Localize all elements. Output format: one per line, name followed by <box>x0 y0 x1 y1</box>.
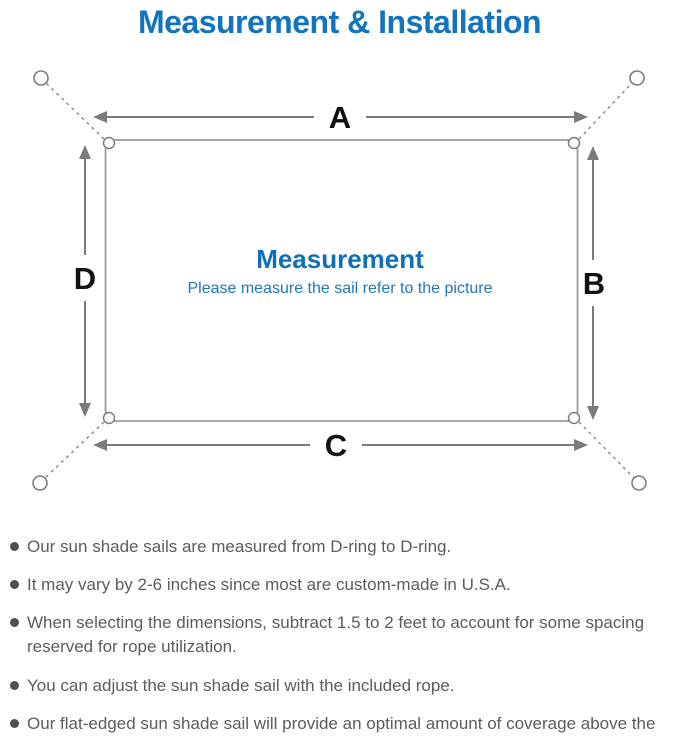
list-item: Our sun shade sails are measured from D-… <box>10 535 675 559</box>
list-item: You can adjust the sun shade sail with t… <box>10 674 675 698</box>
dimension-label-b: B <box>583 266 605 301</box>
tie-line-bottom-left <box>44 421 105 479</box>
note-text: It may vary by 2-6 inches since most are… <box>27 575 511 595</box>
d-ring-bottom-right <box>567 411 581 425</box>
list-item: When selecting the dimensions, subtract … <box>10 611 675 659</box>
d-ring-top-right <box>567 136 581 150</box>
tie-line-bottom-right <box>578 421 635 479</box>
dimension-label-c: C <box>325 428 347 463</box>
mount-ring-top-right <box>629 70 645 86</box>
d-ring-top-left <box>102 136 116 150</box>
dimension-arrow-c <box>93 439 588 451</box>
bullet-icon <box>10 580 19 590</box>
dimension-arrow-b <box>587 146 599 420</box>
note-text: Our flat-edged sun shade sail will provi… <box>27 713 656 739</box>
dimension-arrow-a <box>93 111 588 123</box>
tie-line-top-left <box>45 82 105 140</box>
bullet-icon <box>10 680 19 690</box>
list-item: Our flat-edged sun shade sail will provi… <box>10 712 675 739</box>
note-text: Our sun shade sails are measured from D-… <box>27 537 452 556</box>
measurement-diagram: A D B C Measurement Please measure the s… <box>32 70 647 491</box>
list-item: It may vary by 2-6 inches since most are… <box>10 573 675 597</box>
mount-ring-bottom-left <box>32 475 48 491</box>
diagram-center-subtitle: Please measure the sail refer to the pic… <box>187 280 492 297</box>
dimension-label-a: A <box>329 100 351 135</box>
bullet-icon <box>10 618 19 628</box>
page-title: Measurement & Installation <box>137 4 542 40</box>
dimension-arrow-d <box>79 145 91 417</box>
diagram-center-title: Measurement <box>256 244 424 274</box>
dimension-label-d: D <box>74 261 96 296</box>
bullet-icon <box>10 542 19 551</box>
mount-ring-top-left <box>33 70 49 86</box>
sail-outline <box>104 139 579 422</box>
note-text: When selecting the dimensions, subtract … <box>27 613 645 657</box>
notes-list: Our sun shade sails are measured from D-… <box>0 535 679 739</box>
bullet-icon <box>10 718 19 728</box>
tie-line-top-right <box>578 82 633 140</box>
note-text: You can adjust the sun shade sail with t… <box>27 675 455 695</box>
mount-ring-bottom-right <box>631 475 647 491</box>
d-ring-bottom-left <box>102 411 116 425</box>
